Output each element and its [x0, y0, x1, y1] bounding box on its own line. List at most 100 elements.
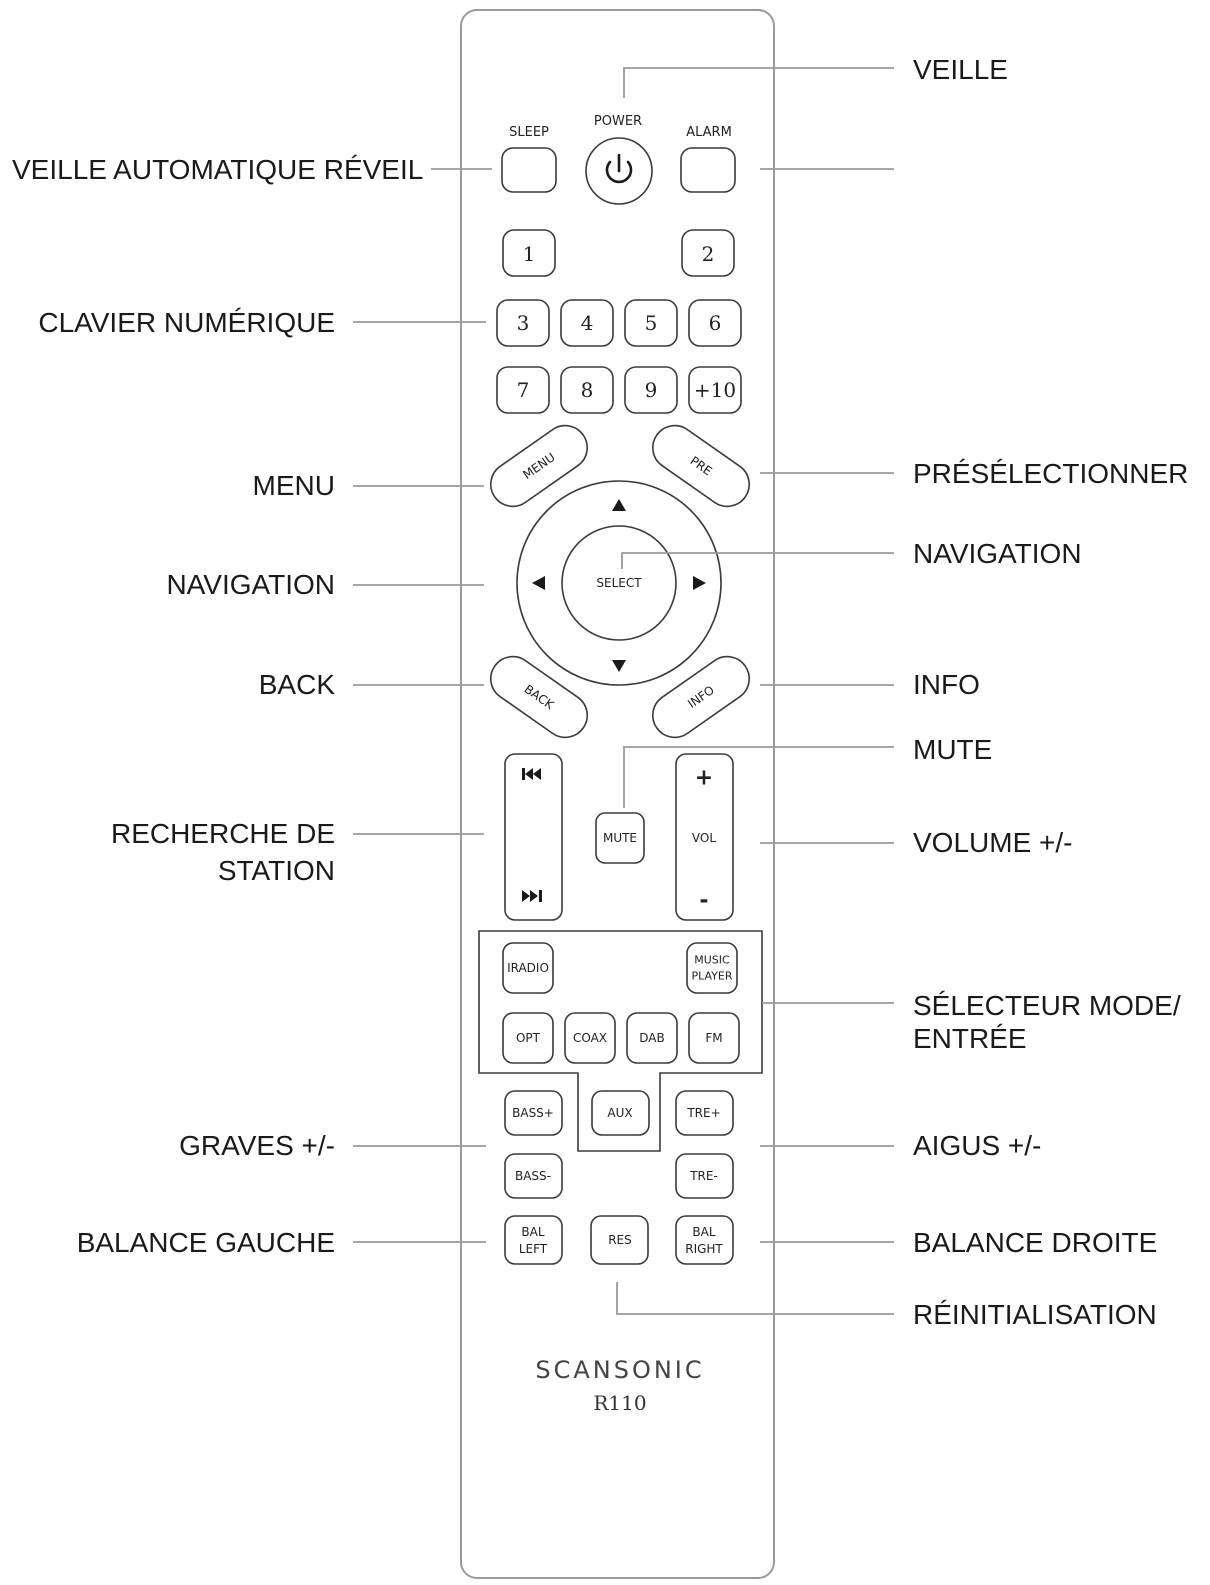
num-key-5[interactable]: 5: [624, 299, 678, 347]
svg-text:LEFT: LEFT: [519, 1242, 548, 1256]
power-label: POWER: [594, 114, 642, 129]
iradio-button[interactable]: IRADIO: [502, 942, 554, 994]
svg-text:BASS+: BASS+: [512, 1106, 554, 1120]
volume-label: VOL: [692, 831, 716, 845]
num-key-7[interactable]: 7: [496, 366, 550, 414]
svg-text:MUTE: MUTE: [603, 831, 637, 845]
mute-button[interactable]: MUTE: [595, 812, 645, 864]
alarm-label: ALARM: [686, 125, 732, 140]
callout-aigus: AIGUS +/-: [913, 1130, 1041, 1161]
coax-button[interactable]: COAX: [564, 1012, 616, 1064]
station-search-rocker[interactable]: [504, 753, 563, 921]
callout-mute: MUTE: [913, 734, 992, 765]
tre-plus-button[interactable]: TRE+: [675, 1090, 734, 1136]
num-key-2[interactable]: 2: [681, 229, 735, 277]
model-label: R110: [593, 1391, 646, 1415]
num-key-3[interactable]: 3: [496, 299, 550, 347]
res-button[interactable]: RES: [590, 1215, 649, 1265]
nav-down-icon[interactable]: [612, 660, 626, 672]
svg-text:BAL: BAL: [521, 1225, 544, 1239]
svg-text:RIGHT: RIGHT: [685, 1242, 723, 1256]
tre-minus-button[interactable]: TRE-: [675, 1153, 734, 1199]
svg-text:DAB: DAB: [639, 1031, 664, 1045]
callout-volume: VOLUME +/-: [913, 827, 1072, 858]
brand-logo: SCANSONIC: [535, 1356, 704, 1384]
num-key-8[interactable]: 8: [560, 366, 614, 414]
svg-text:MUSIC: MUSIC: [694, 954, 730, 967]
callout-clavier: CLAVIER NUMÉRIQUE: [38, 307, 335, 338]
svg-text:TRE-: TRE-: [689, 1169, 718, 1183]
bal-right-button[interactable]: BAL RIGHT: [675, 1215, 734, 1265]
bass-plus-button[interactable]: BASS+: [504, 1090, 563, 1136]
callout-selecteur-line1: SÉLECTEUR MODE/: [913, 990, 1181, 1021]
svg-text:SELECT: SELECT: [596, 576, 642, 590]
num-key-9[interactable]: 9: [624, 366, 678, 414]
callout-veille: VEILLE: [913, 54, 1008, 85]
previous-track-icon[interactable]: [522, 768, 541, 780]
num-key-plus10[interactable]: +10: [688, 366, 742, 414]
svg-text:PLAYER: PLAYER: [692, 970, 733, 983]
aux-button[interactable]: AUX: [591, 1090, 650, 1136]
sleep-label: SLEEP: [509, 125, 549, 140]
svg-text:9: 9: [645, 378, 658, 402]
callout-recherche-line2: STATION: [218, 855, 335, 886]
menu-button[interactable]: MENU: [482, 417, 596, 515]
bass-minus-button[interactable]: BASS-: [504, 1153, 563, 1199]
next-track-icon[interactable]: [522, 890, 542, 902]
nav-right-icon[interactable]: [693, 576, 706, 590]
fm-button[interactable]: FM: [688, 1012, 740, 1064]
svg-text:OPT: OPT: [516, 1031, 541, 1045]
callout-reinitialisation: RÉINITIALISATION: [913, 1299, 1157, 1330]
power-button[interactable]: [585, 137, 653, 205]
alarm-button[interactable]: [680, 147, 736, 193]
svg-text:2: 2: [702, 242, 715, 266]
callout-menu: MENU: [253, 470, 335, 501]
svg-text:6: 6: [709, 311, 722, 335]
svg-text:3: 3: [517, 311, 530, 335]
svg-text:COAX: COAX: [573, 1031, 607, 1045]
svg-text:1: 1: [523, 242, 536, 266]
leader-lines: [353, 67, 894, 1315]
num-key-6[interactable]: 6: [688, 299, 742, 347]
num-key-4[interactable]: 4: [560, 299, 614, 347]
callout-selecteur-line2: ENTRÉE: [913, 1023, 1027, 1054]
volume-rocker[interactable]: [675, 753, 734, 921]
svg-text:BAL: BAL: [692, 1225, 715, 1239]
svg-text:8: 8: [581, 378, 594, 402]
callout-balance-gauche: BALANCE GAUCHE: [77, 1227, 335, 1258]
select-button[interactable]: SELECT: [561, 525, 677, 641]
svg-text:BASS-: BASS-: [515, 1169, 551, 1183]
svg-text:TRE+: TRE+: [686, 1106, 720, 1120]
music-player-button[interactable]: MUSIC PLAYER: [686, 942, 738, 994]
sleep-button[interactable]: [501, 147, 557, 193]
bal-left-button[interactable]: BAL LEFT: [504, 1215, 563, 1265]
callout-navigation-left: NAVIGATION: [166, 569, 335, 600]
volume-minus-label[interactable]: -: [699, 889, 708, 914]
callout-graves: GRAVES +/-: [179, 1130, 335, 1161]
info-button[interactable]: INFO: [644, 648, 758, 746]
svg-text:4: 4: [581, 311, 594, 335]
callout-preselectionner: PRÉSÉLECTIONNER: [913, 458, 1188, 489]
nav-left-icon[interactable]: [532, 576, 545, 590]
svg-text:7: 7: [517, 378, 530, 402]
callout-balance-droite: BALANCE DROITE: [913, 1227, 1157, 1258]
svg-text:IRADIO: IRADIO: [507, 961, 549, 975]
mode-selector-frame: [478, 930, 763, 1152]
svg-text:FM: FM: [705, 1031, 722, 1045]
opt-button[interactable]: OPT: [502, 1012, 554, 1064]
nav-up-icon[interactable]: [612, 499, 626, 511]
volume-plus-label[interactable]: +: [695, 766, 713, 791]
back-button[interactable]: BACK: [482, 648, 596, 746]
callout-recherche-line1: RECHERCHE DE: [111, 818, 335, 849]
svg-text:+10: +10: [694, 378, 736, 402]
callout-info: INFO: [913, 669, 980, 700]
power-icon: [605, 153, 633, 184]
dab-button[interactable]: DAB: [626, 1012, 678, 1064]
callout-navigation-right: NAVIGATION: [913, 538, 1082, 569]
svg-text:AUX: AUX: [607, 1106, 632, 1120]
callout-back: BACK: [259, 669, 336, 700]
num-key-1[interactable]: 1: [502, 229, 556, 277]
svg-text:RES: RES: [608, 1233, 632, 1247]
callout-veille-auto-reveil: VEILLE AUTOMATIQUE RÉVEIL: [12, 154, 423, 185]
